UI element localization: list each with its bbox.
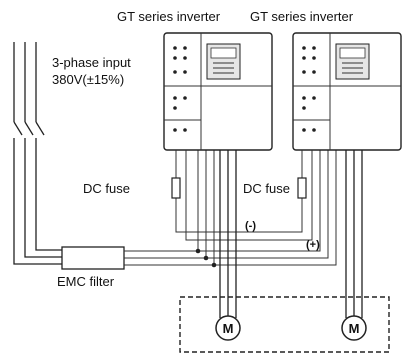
input-label-voltage: 380V(±15%) bbox=[52, 72, 124, 87]
input-label-phase: 3-phase input bbox=[52, 55, 131, 70]
dc-fuse-1 bbox=[171, 177, 181, 199]
emc-filter bbox=[61, 246, 125, 270]
motor-2-label: M bbox=[349, 321, 360, 336]
inverter-1 bbox=[163, 32, 273, 151]
inverter-1-title: GT series inverter bbox=[117, 9, 221, 24]
motor-1-label: M bbox=[223, 321, 234, 336]
motor-2-cables bbox=[345, 150, 363, 318]
junction-dot bbox=[211, 262, 217, 268]
supply-lines bbox=[13, 42, 37, 122]
dc-fuse-1-label: DC fuse bbox=[83, 181, 130, 196]
motor-1: M bbox=[215, 315, 241, 341]
inverter-2 bbox=[292, 32, 402, 151]
input-switch bbox=[13, 121, 45, 136]
junction-dot bbox=[195, 248, 201, 254]
dc-fuse-2-label: DC fuse bbox=[243, 181, 290, 196]
motor-1-cables bbox=[219, 150, 237, 318]
motor-enclosure bbox=[179, 296, 390, 353]
supply-to-filter bbox=[13, 138, 62, 265]
dc-positive-label: (+) bbox=[306, 239, 320, 251]
dc-fuse-2 bbox=[297, 177, 307, 199]
junction-dot bbox=[203, 255, 209, 261]
dc-bus-inverter-1 bbox=[175, 150, 313, 241]
inverter-2-title: GT series inverter bbox=[250, 9, 354, 24]
emc-filter-label: EMC filter bbox=[57, 274, 115, 289]
motor-2: M bbox=[341, 315, 367, 341]
filter-output-lines bbox=[124, 150, 215, 266]
dc-negative-label: (-) bbox=[245, 220, 256, 232]
filter-output-to-inverter-2 bbox=[198, 150, 337, 266]
